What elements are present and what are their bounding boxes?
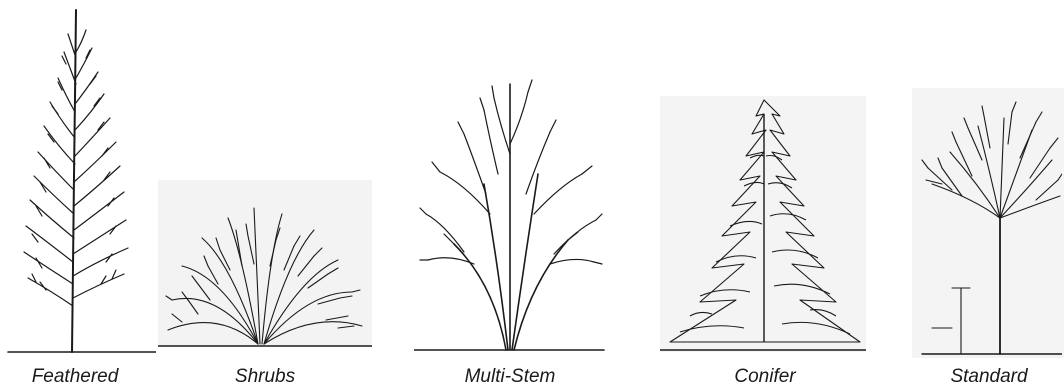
- shrub-icon: [158, 180, 372, 348]
- shrubs-panel: [158, 180, 372, 348]
- standard-tree-icon: [912, 88, 1062, 358]
- caption-conifer: Conifer: [700, 364, 830, 390]
- feathered-tree-icon: [6, 6, 156, 356]
- caption-feathered: Feathered: [0, 364, 150, 390]
- caption-multi-stem: Multi-Stem: [430, 364, 590, 390]
- multi-stem-tree-icon: [414, 64, 606, 354]
- standard-panel: [912, 88, 1062, 358]
- conifer-tree-icon: [660, 96, 866, 354]
- conifer-panel: [660, 96, 866, 354]
- multi-stem-panel: [414, 64, 606, 354]
- feathered-panel: [6, 6, 156, 356]
- caption-shrubs: Shrubs: [200, 364, 330, 390]
- caption-standard: Standard: [914, 364, 1064, 390]
